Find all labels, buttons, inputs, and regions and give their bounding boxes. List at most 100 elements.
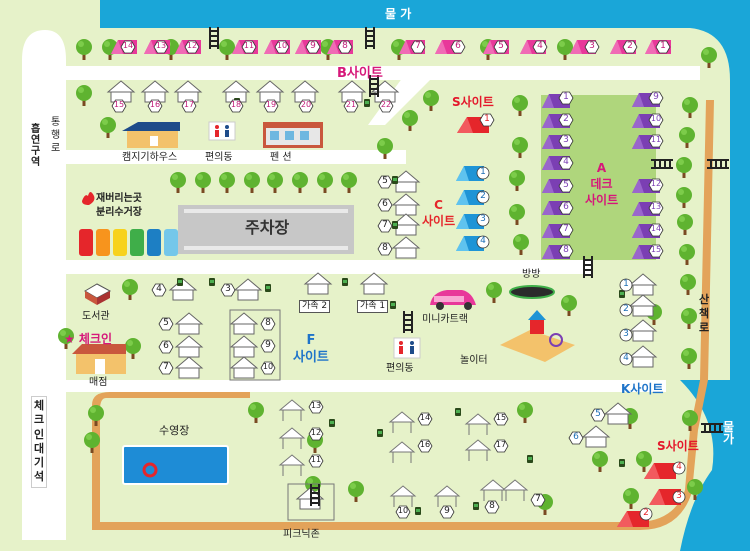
site-number-b_row1-8: 6 <box>455 41 461 51</box>
b-site-label: B사이트 <box>337 66 383 81</box>
restroom-top-label: 편의동 <box>205 152 233 163</box>
family2-label: 가족 2 <box>299 300 331 313</box>
site-number-s_bottom-1: 3 <box>676 491 682 501</box>
parking-lot <box>178 205 354 254</box>
a-site-label: A 데크 사이트 <box>585 161 619 208</box>
site-number-b_row2-5: 20 <box>300 100 312 109</box>
store-label: 매점 <box>89 377 108 388</box>
site-number-f_top-0: 4 <box>156 284 162 294</box>
site-number-a_col1-1: 2 <box>563 114 569 124</box>
site-number-b_row1-4: 10 <box>276 41 288 50</box>
s-site-top-label: S사이트 <box>452 95 494 109</box>
c-cabins <box>392 170 420 259</box>
site-number-b_row1-3: 11 <box>243 41 255 50</box>
site-number-f_right-2: 10 <box>262 362 274 371</box>
camp-house <box>122 122 180 148</box>
road-b <box>66 66 411 80</box>
site-number-b_row1-7: 7 <box>415 41 421 51</box>
site-number-a_col2-1: 10 <box>650 114 662 123</box>
site-number-s_top-0: 1 <box>484 114 490 124</box>
pool <box>122 445 229 485</box>
site-number-c_tents-2: 3 <box>480 214 486 224</box>
site-number-a_col1-0: 1 <box>563 92 569 102</box>
trampoline <box>509 285 555 299</box>
fire-icon <box>82 192 95 205</box>
trash-label: 재버리는곳 분리수거장 <box>96 193 142 218</box>
site-number-center_bottom-1: 15 <box>495 413 507 422</box>
site-number-s_bottom-2: 2 <box>643 508 649 518</box>
checkin-wait-label: 체 크 인 대 기 석 <box>31 396 48 488</box>
site-number-b_row1-12: 2 <box>627 41 633 51</box>
parking-label: 주차장 <box>245 218 290 237</box>
site-number-pool_area-0: 13 <box>310 401 322 410</box>
site-number-center_bottom-7: 7 <box>535 494 541 504</box>
site-number-a_col1-5: 6 <box>563 202 569 212</box>
site-number-a_col1-3: 4 <box>563 157 569 167</box>
site-number-center_bottom-4: 10 <box>397 506 409 515</box>
restroom-icon-bottom <box>393 337 421 359</box>
store-bld <box>72 344 126 374</box>
site-number-a_col2-5: 14 <box>650 224 662 233</box>
site-number-c_tents-3: 4 <box>480 236 486 246</box>
site-number-b_row1-5: 9 <box>310 41 316 51</box>
site-number-b_row1-11: 3 <box>589 41 595 51</box>
recycle-bins <box>79 229 178 256</box>
c-site-label: C 사이트 <box>422 198 456 228</box>
site-number-center_bottom-2: 16 <box>419 440 431 449</box>
site-number-a_col1-2: 3 <box>563 135 569 145</box>
site-number-b_row1-9: 5 <box>498 41 504 51</box>
road-mid <box>66 150 406 164</box>
site-number-b_row2-4: 19 <box>265 100 277 109</box>
bottom-huts <box>279 399 528 508</box>
site-number-c_cabins-1: 6 <box>382 199 388 209</box>
pool-label: 수영장 <box>159 424 190 437</box>
site-number-b_row2-2: 17 <box>183 100 195 109</box>
site-number-k_sites-2: 3 <box>623 329 629 339</box>
site-number-b_row1-0: 14 <box>122 41 134 50</box>
trampoline-label: 방방 <box>522 269 541 280</box>
restroom-icon-top <box>208 121 236 141</box>
site-number-a_col2-3: 12 <box>650 179 662 188</box>
river-right-label: 물가 <box>723 420 735 446</box>
site-number-a_col1-7: 8 <box>563 245 569 255</box>
library-label: 도서관 <box>82 311 110 322</box>
site-number-c_cabins-3: 8 <box>382 243 388 253</box>
road-center <box>66 260 591 274</box>
site-number-k_sites-3: 4 <box>623 353 629 363</box>
no-smoking-label: 흡연구역 <box>31 124 41 168</box>
family1-label: 가족 1 <box>357 300 389 313</box>
site-number-b_row1-2: 12 <box>186 41 198 50</box>
camp-house-label: 캠지기하우스 <box>122 152 178 163</box>
site-number-center_bottom-5: 9 <box>444 506 450 516</box>
library-icon <box>84 283 112 305</box>
site-number-c_tents-0: 1 <box>480 167 486 177</box>
checkin-label: ★ 체크인 <box>64 332 113 346</box>
site-number-b_row2-3: 18 <box>230 100 242 109</box>
restroom-bottom-label: 편의동 <box>386 363 414 374</box>
site-number-c_cabins-2: 7 <box>382 220 388 230</box>
s-site-bottom-label: S사이트 <box>657 439 699 453</box>
minicart-car <box>430 290 476 310</box>
site-number-c_cabins-0: 5 <box>382 176 388 186</box>
picnic-label: 피크닉존 <box>283 529 320 540</box>
site-number-f_right-0: 8 <box>265 318 271 328</box>
site-number-f_left-1: 6 <box>163 341 169 351</box>
site-number-a_col2-2: 11 <box>650 135 662 144</box>
site-number-a_col2-4: 13 <box>650 202 662 211</box>
site-number-b_row1-13: 1 <box>660 41 666 51</box>
site-number-f_top-1: 3 <box>225 284 231 294</box>
walkway-label: 산 책 로 <box>699 293 710 334</box>
f-site-label: F 사이트 <box>293 333 329 365</box>
site-number-s_bottom-0: 4 <box>676 462 682 472</box>
site-number-b_row1-10: 4 <box>537 41 543 51</box>
site-number-center_bottom-6: 8 <box>489 501 495 511</box>
site-number-a_col2-0: 9 <box>653 92 659 102</box>
site-number-b_row2-7: 22 <box>380 100 392 109</box>
pension-label: 펜 션 <box>270 152 292 163</box>
site-number-k_sites-5: 6 <box>573 432 579 442</box>
river-top-label: 물 가 <box>385 7 412 21</box>
site-number-f_left-2: 7 <box>163 362 169 372</box>
road-label: 통 행 로 <box>51 117 61 154</box>
